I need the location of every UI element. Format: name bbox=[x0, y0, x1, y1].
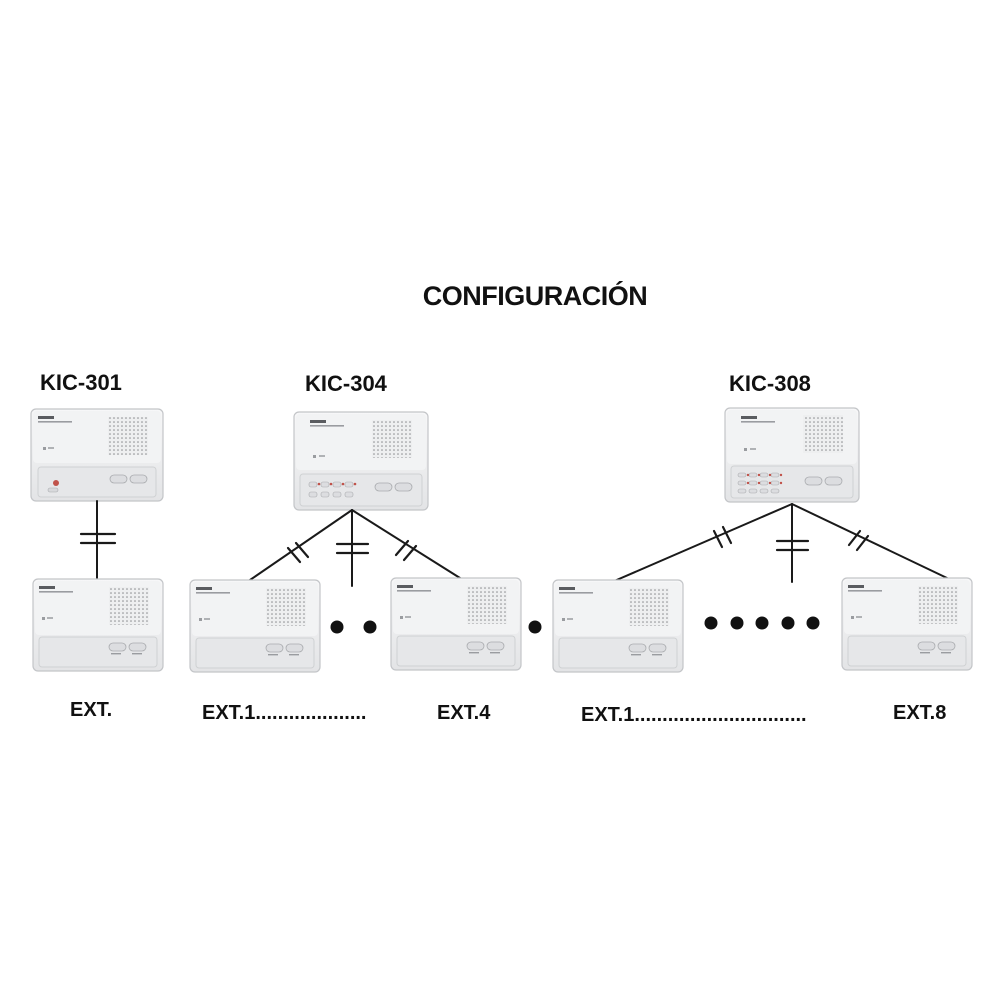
wiring bbox=[96, 500, 948, 587]
model-label-kic-301: KIC-301 bbox=[40, 370, 122, 395]
master-station-kic-308 bbox=[724, 407, 860, 503]
line-break-marks bbox=[79, 525, 870, 564]
extension-station-1-of-4 bbox=[189, 579, 321, 673]
extension-station-1-of-8 bbox=[552, 579, 684, 673]
ext-label-ext1-of-8: EXT.1............................... bbox=[581, 704, 807, 726]
extension-station bbox=[32, 578, 164, 672]
page-title: CONFIGURACIÓN bbox=[422, 281, 648, 311]
model-label-kic-308: KIC-308 bbox=[729, 371, 811, 396]
ext-label-ext1-of-4: EXT.1.................... bbox=[202, 702, 367, 724]
master-station-kic-301 bbox=[30, 408, 164, 502]
master-station-kic-304 bbox=[293, 411, 429, 511]
extension-station-4-of-4 bbox=[390, 577, 522, 671]
extension-station-8-of-8 bbox=[841, 577, 973, 671]
model-label-kic-304: KIC-304 bbox=[305, 371, 387, 396]
ext-label-ext8: EXT.8 bbox=[893, 702, 947, 724]
ext-label-single: EXT. bbox=[70, 699, 113, 721]
call-led-icon bbox=[53, 480, 59, 486]
ext-label-ext4: EXT.4 bbox=[437, 702, 491, 724]
continuation-dots bbox=[330, 616, 820, 634]
